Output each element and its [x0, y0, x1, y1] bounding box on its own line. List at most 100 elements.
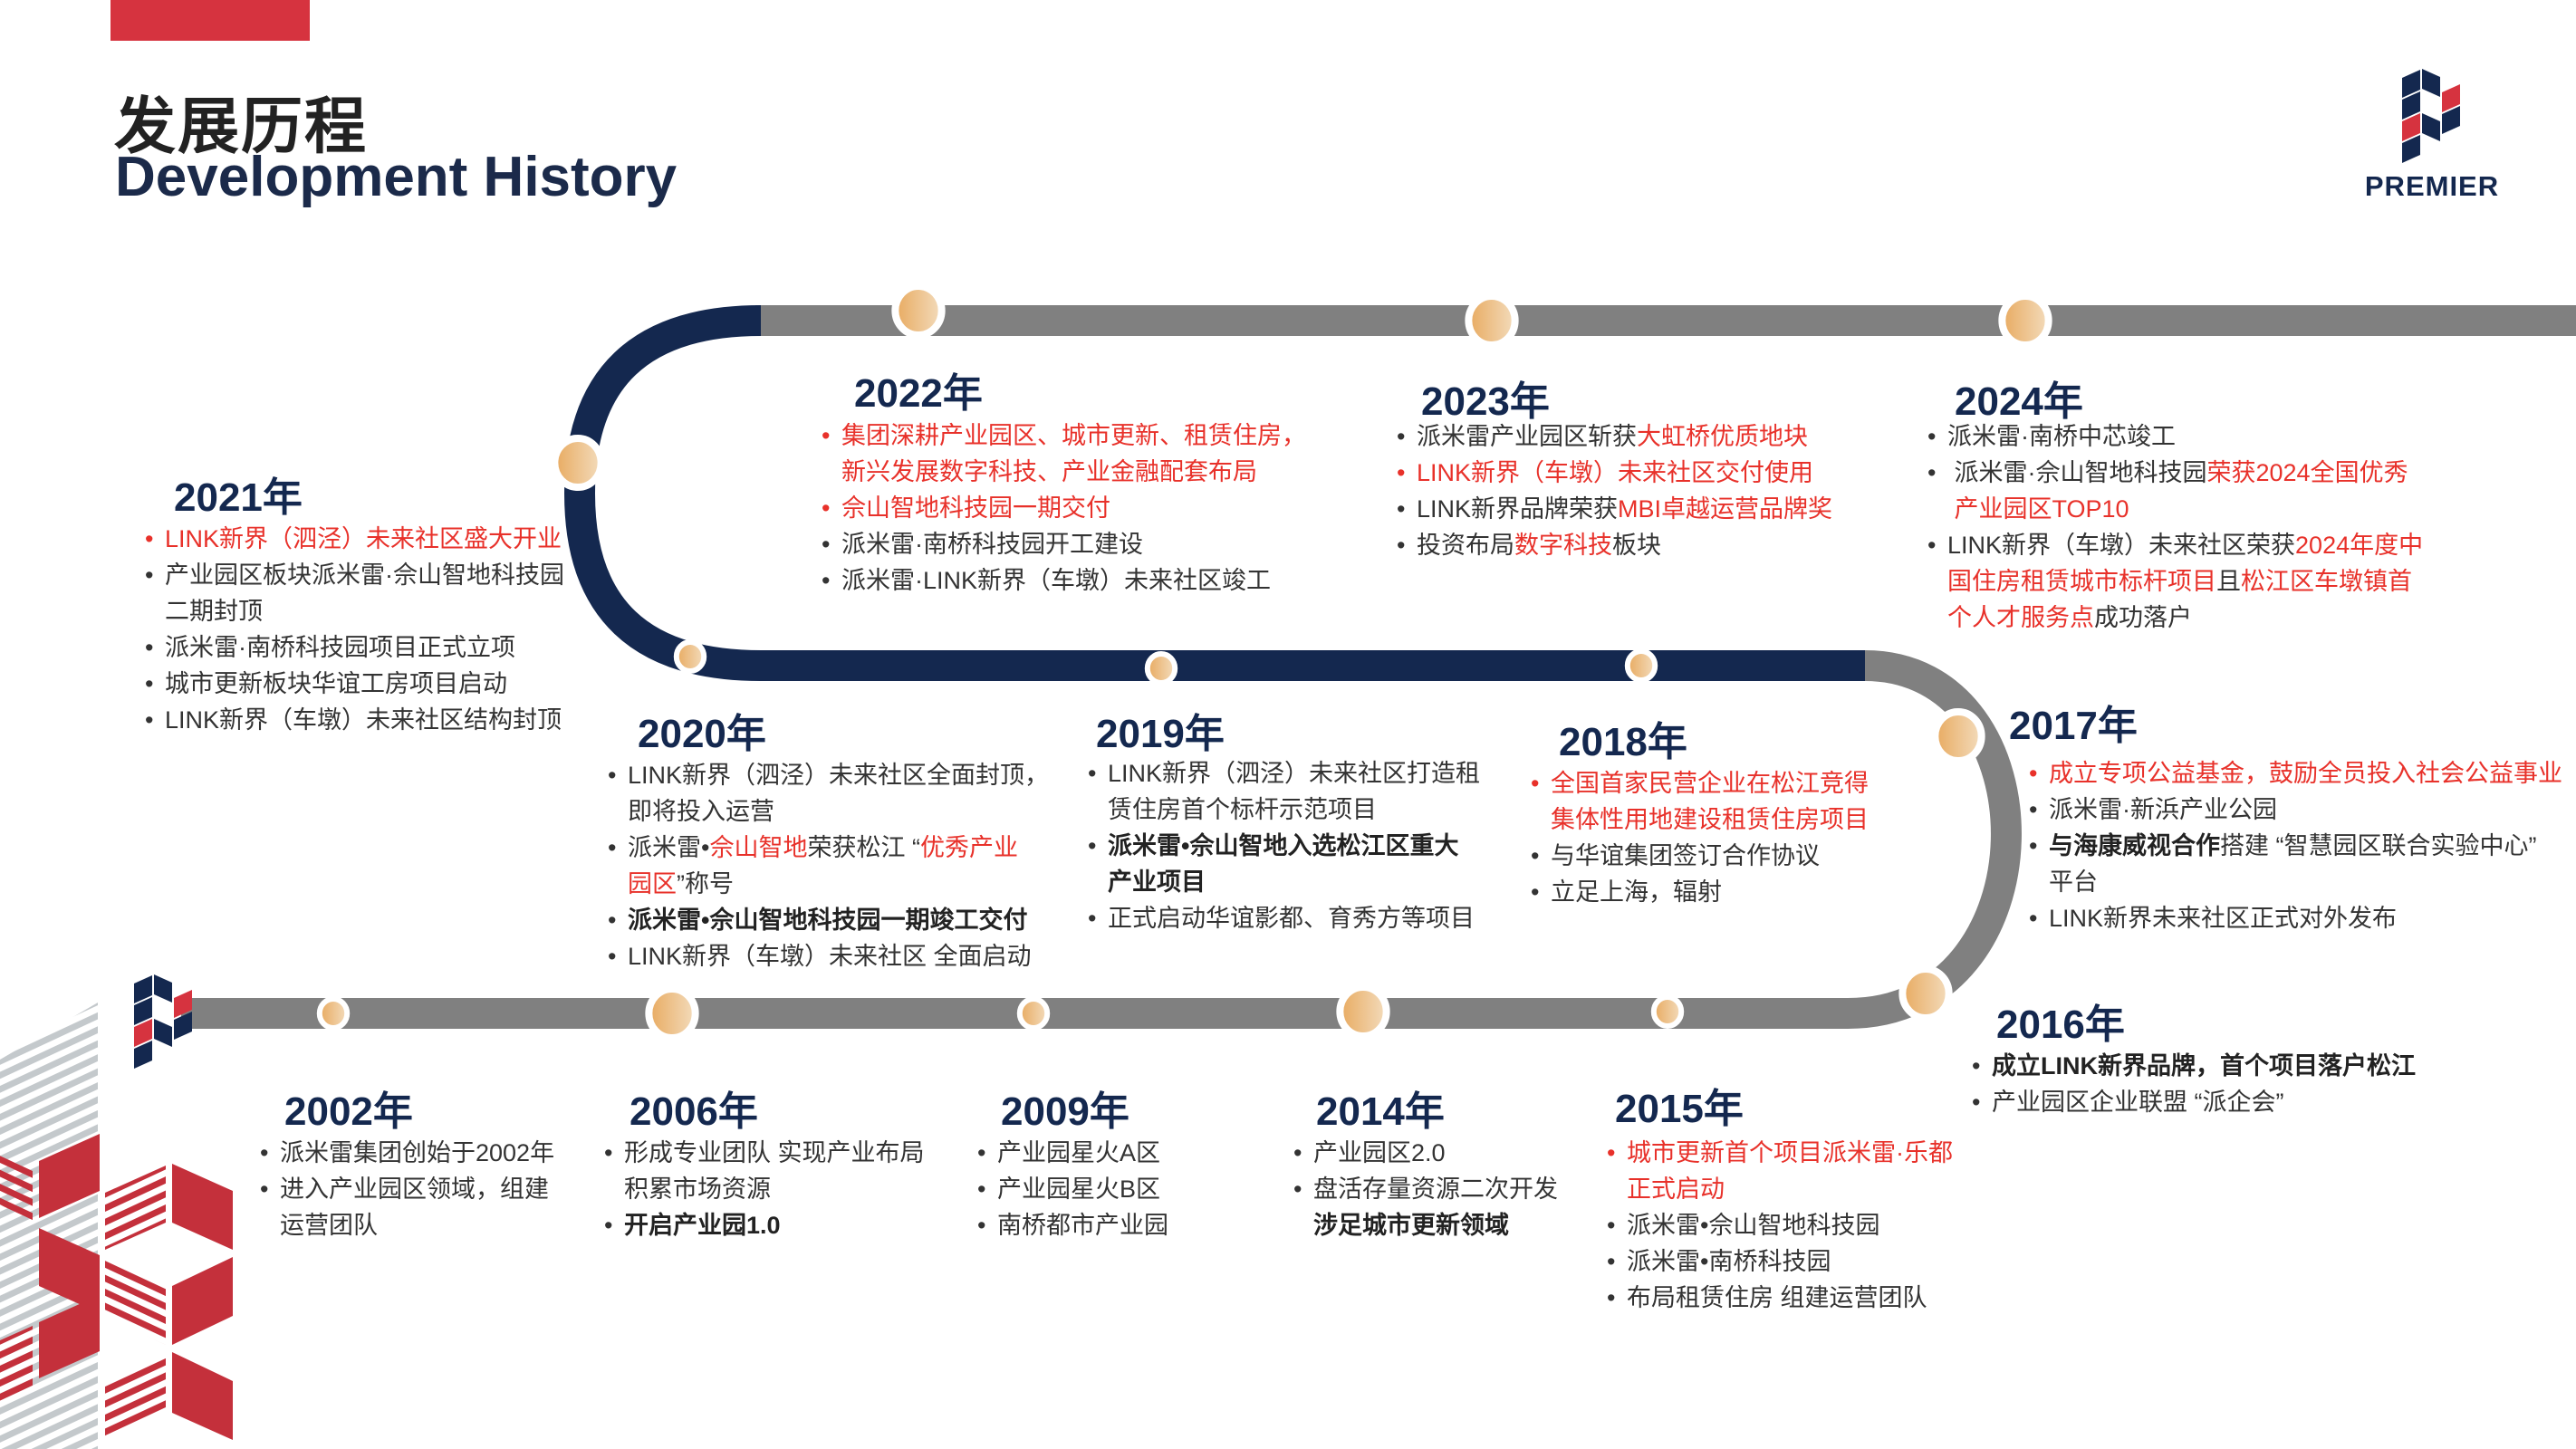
milestone-item: •形成专业团队 实现产业布局 积累市场资源: [604, 1135, 925, 1207]
bullet-icon: •: [1927, 459, 1937, 486]
bullet-icon: •: [977, 1139, 986, 1166]
year-heading: 2009年: [1001, 1089, 1129, 1134]
bullet-icon: •: [1293, 1139, 1302, 1166]
timeline-dot: [1016, 996, 1051, 1031]
milestone-list: •产业园区2.0•盘活存量资源二次开发 涉足城市更新领域: [1293, 1135, 1558, 1243]
highlight-text: 荣获2024全国优秀 产业园区TOP10: [1954, 459, 2408, 523]
milestone-item: •正式启动华谊影都、育秀方等项目: [1088, 900, 1480, 936]
milestone-text: LINK新界（泗泾）未来社区打造租 赁住房首个标杆示范项目: [1108, 760, 1481, 823]
milestone-list: •LINK新界（泗泾）未来社区打造租 赁住房首个标杆示范项目•派米雷•佘山智地入…: [1088, 755, 1480, 936]
milestone-item: •LINK新界（泗泾）未来社区打造租 赁住房首个标杆示范项目: [1088, 755, 1480, 828]
milestone-text: 正式启动华谊影都、育秀方等项目: [1108, 905, 1475, 932]
milestone-text: 产业园区板块派米雷·佘山智地科技园 二期封顶: [165, 561, 564, 625]
year-heading: 2015年: [1615, 1087, 1744, 1131]
milestone-item: •LINK新界（车墩）未来社区 全面启动: [608, 938, 1049, 974]
milestone-item: • 成立LINK新界品牌，首个项目落户松江: [1972, 1048, 2416, 1084]
bullet-icon: •: [2029, 905, 2038, 932]
milestone-item: • 成立专项公益基金，鼓励全员投入社会公益事业: [2029, 755, 2562, 792]
milestone-list: •派米雷集团创始于2002年•进入产业园区领域，组建 运营团队: [260, 1135, 554, 1243]
bullet-icon: •: [145, 525, 154, 552]
bullet-icon: •: [977, 1212, 986, 1239]
milestone-item: • 派米雷·LINK新界（车墩）未来社区竣工: [822, 562, 1306, 599]
bullet-icon: •: [1927, 423, 1937, 450]
highlight-text: 数字科技: [1514, 532, 1612, 559]
milestone-text: 形成专业团队 实现产业布局 积累市场资源: [624, 1139, 925, 1203]
bullet-icon: •: [822, 494, 831, 522]
bullet-icon: •: [145, 706, 154, 734]
header-accent-bar: [111, 0, 310, 41]
decorative-cubes-pattern: [0, 1003, 233, 1449]
bullet-icon: •: [1927, 532, 1937, 559]
bullet-icon: •: [608, 762, 617, 789]
milestone-item: •投资布局数字科技板块: [1397, 527, 1832, 563]
bullet-icon: •: [1531, 842, 1540, 869]
premier-logo-text: PREMIER: [2364, 170, 2500, 202]
bullet-icon: •: [608, 834, 617, 861]
milestone-item: • 派米雷•南桥科技园: [1607, 1243, 1953, 1280]
milestone-text: 盘活存量资源二次开发: [1313, 1176, 1558, 1203]
year-heading: 2002年: [284, 1089, 413, 1134]
milestone-list: •形成专业团队 实现产业布局 积累市场资源•开启产业园1.0: [604, 1135, 925, 1243]
timeline-dot: [1144, 651, 1178, 686]
year-heading: 2021年: [174, 475, 303, 520]
bullet-icon: •: [1397, 532, 1406, 559]
milestone-text: LINK新界（车墩）未来社区 全面启动: [628, 943, 1032, 970]
timeline-dot: [316, 996, 351, 1031]
milestone-item: •进入产业园区领域，组建 运营团队: [260, 1171, 554, 1243]
milestone-text: 派米雷产业园区斩获: [1417, 423, 1637, 450]
milestone-list: • 成立专项公益基金，鼓励全员投入社会公益事业 • 派米雷·新浜产业公园 •与海康威视合…: [2029, 755, 2562, 936]
highlight-text: 松江区车墩镇首 个人才服务点: [1947, 568, 2412, 631]
milestone-item: •立足上海，辐射: [1531, 874, 1869, 910]
timeline-dot: [1931, 708, 1985, 764]
bullet-icon: •: [1397, 423, 1406, 450]
bullet-icon: •: [2029, 760, 2038, 787]
milestone-list: •产业园星火A区•产业园星火B区•南桥都市产业园: [977, 1135, 1168, 1243]
bullet-icon: •: [145, 561, 154, 589]
highlight-text: 成立专项公益基金，鼓励全员投入社会公益事业: [2049, 760, 2562, 787]
milestone-item: •LINK新界（车墩）未来社区交付使用: [1397, 455, 1832, 491]
year-heading: 2022年: [854, 371, 983, 416]
year-heading: 2006年: [630, 1089, 758, 1134]
milestone-item: •与海康威视合作搭建 “智慧园区联合实验中心” 平台: [2029, 828, 2562, 900]
bullet-icon: •: [2029, 796, 2038, 823]
milestone-text: 派米雷·佘山智地科技园: [1947, 459, 2207, 486]
milestone-item: •派米雷·南桥科技园项目正式立项: [145, 629, 564, 666]
timeline-dot: [1998, 293, 2052, 349]
bullet-icon: •: [822, 567, 831, 594]
bullet-icon: •: [604, 1212, 613, 1239]
bold-text: 涉足城市更新领域: [1313, 1212, 1509, 1239]
timeline-dot: [551, 435, 605, 491]
milestone-text: 派米雷·LINK新界（车墩）未来社区竣工: [841, 567, 1272, 594]
milestone-list: •全国首家民营企业在松江竞得 集体性用地建设租赁住房项目•与华谊集团签订合作协议…: [1531, 765, 1869, 910]
milestone-item: •产业园区企业联盟 “派企会”: [1972, 1084, 2416, 1120]
milestone-text: 派米雷•南桥科技园: [1627, 1248, 1831, 1275]
milestone-item: •集团深耕产业园区、城市更新、租赁住房， 新兴发展数字科技、产业金融配套布局: [822, 417, 1306, 490]
milestone-text: ”称号: [677, 870, 734, 897]
milestone-item: •派米雷•佘山智地入选松江区重大 产业项目: [1088, 828, 1480, 900]
milestone-text: 产业园星火B区: [997, 1176, 1161, 1203]
milestone-text: 产业园区企业联盟 “派企会”: [1992, 1089, 2284, 1116]
milestone-item: •布局租赁住房 组建运营团队: [1607, 1280, 1953, 1316]
highlight-text: MBI卓越运营品牌奖: [1618, 495, 1833, 523]
year-heading: 2014年: [1316, 1089, 1445, 1134]
highlight-text: 2024年度中 国住房租赁城市标杆项目: [1947, 532, 2424, 595]
highlight-text: LINK新界（车墩）未来社区交付使用: [1417, 459, 1814, 486]
bullet-icon: •: [1972, 1052, 1981, 1080]
milestone-text: 城市更新板块华谊工房项目启动: [165, 670, 507, 697]
year-heading: 2023年: [1421, 379, 1550, 424]
milestone-list: •集团深耕产业园区、城市更新、租赁住房， 新兴发展数字科技、产业金融配套布局•佘…: [822, 417, 1306, 599]
bold-text: 成立LINK新界品牌，首个项目落户松江: [1992, 1052, 2416, 1080]
milestone-text: 派米雷·南桥科技园开工建设: [841, 531, 1143, 558]
timeline-dot: [1465, 293, 1519, 349]
milestone-text: 派米雷·新浜产业公园: [2049, 796, 2277, 823]
timeline-dot: [1624, 648, 1658, 683]
milestone-text: 板块: [1612, 532, 1661, 559]
highlight-text: 城市更新首个项目派米雷·乐都 正式启动: [1627, 1139, 1953, 1203]
milestone-text: LINK新界（车墩）未来社区荣获: [1947, 532, 2296, 559]
year-heading: 2019年: [1096, 712, 1225, 756]
page-title-en: Development History: [115, 146, 678, 208]
highlight-text: LINK新界（泗泾）未来社区盛大开业: [165, 525, 562, 552]
bullet-icon: •: [1607, 1248, 1616, 1275]
milestone-list: • 成立LINK新界品牌，首个项目落户松江 •产业园区企业联盟 “派企会”: [1972, 1048, 2416, 1120]
milestone-text: 且: [2216, 568, 2241, 595]
